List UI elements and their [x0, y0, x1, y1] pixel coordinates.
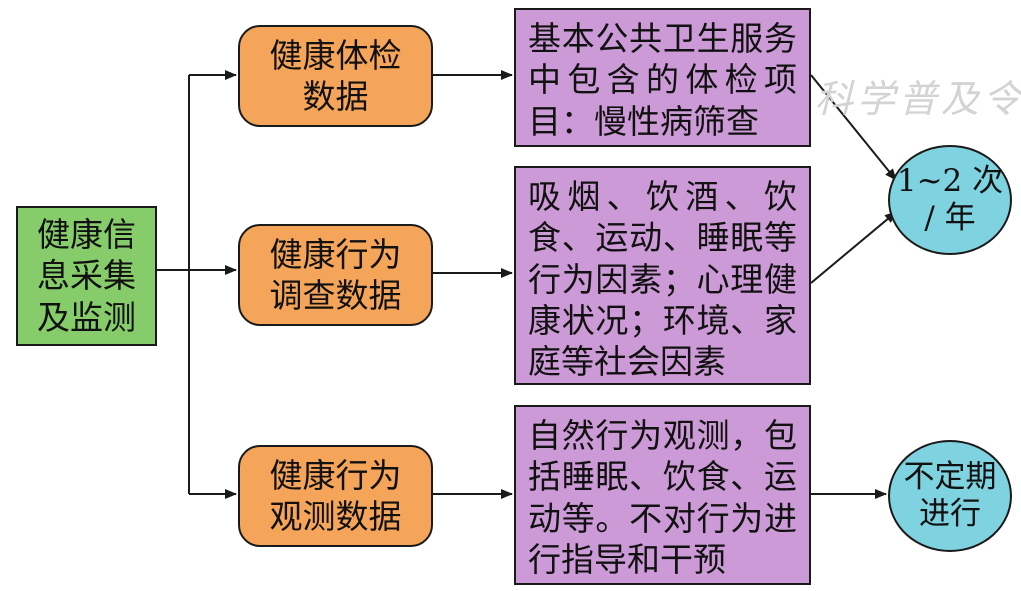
observe-detail-node: 自然行为观测，包括睡眠、饮食、运动等。不对行为进行指导和干预 — [514, 405, 811, 585]
exam-data-node: 健康体检数据 — [238, 25, 433, 127]
observe-data-node: 健康行为观测数据 — [238, 445, 433, 547]
arrow-survey-to-freq — [810, 211, 897, 284]
source-node: 健康信息采集及监测 — [16, 206, 157, 346]
freq-irregular-node: 不定期进行 — [888, 440, 1012, 552]
survey-detail-node: 吸烟、饮酒、饮食、运动、睡眠等行为因素；心理健康状况；环境、家庭等社会因素 — [514, 166, 811, 385]
exam-detail-node: 基本公共卫生服务中包含的体检项目：慢性病筛查 — [514, 8, 811, 147]
arrow-exam-to-freq — [810, 74, 897, 181]
freq-regular-node: 1~2 次 / 年 — [888, 145, 1012, 255]
survey-data-node: 健康行为调查数据 — [238, 224, 433, 326]
watermark: 科学普及令 — [815, 77, 1021, 121]
